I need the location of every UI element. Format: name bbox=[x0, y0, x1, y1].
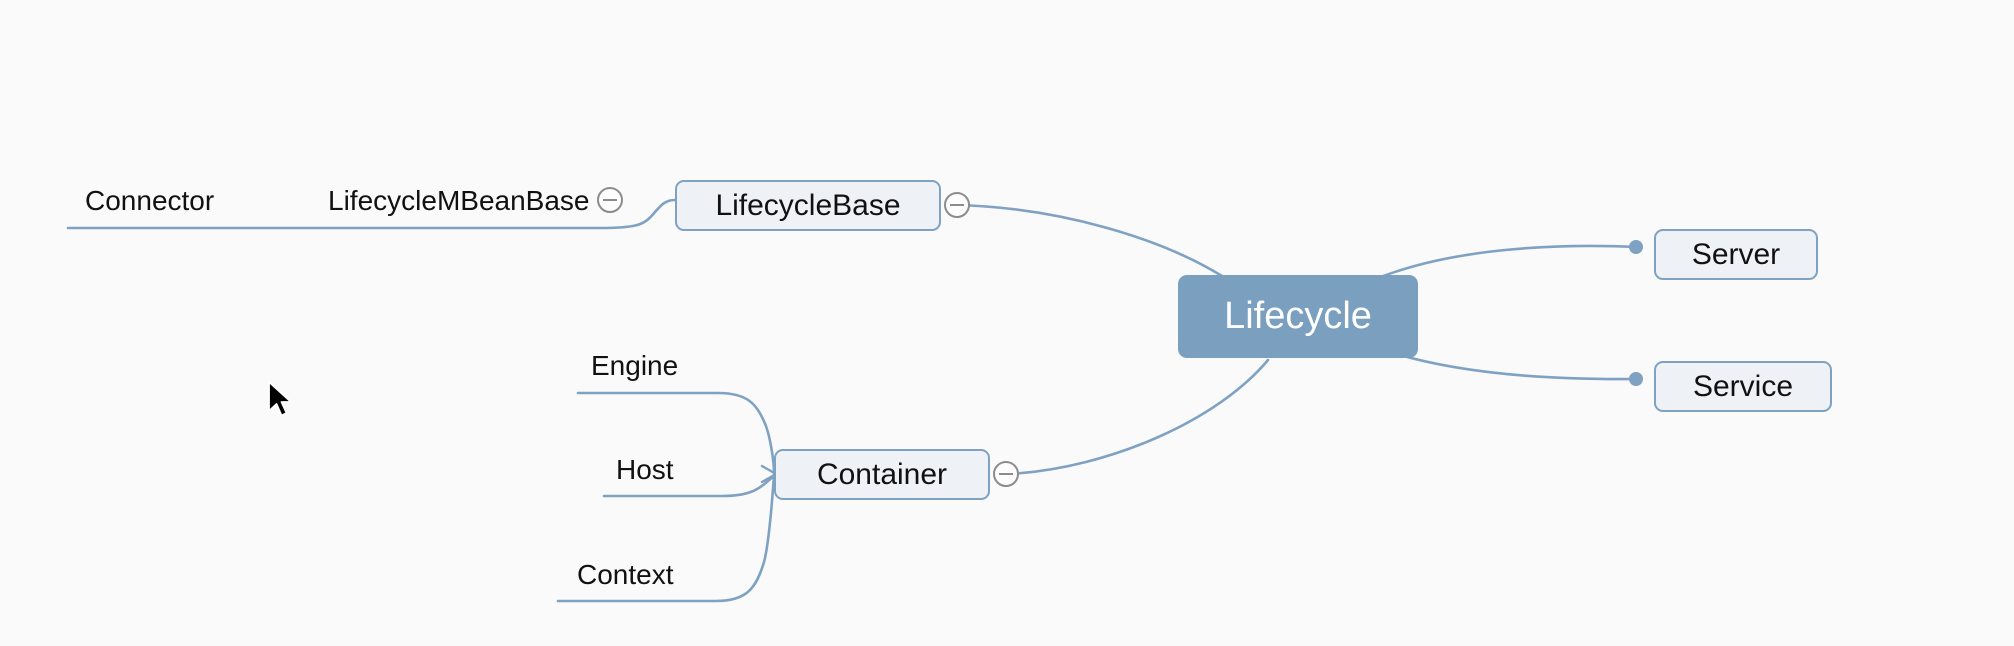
minus-circle-icon-lifecyclembeanbase[interactable] bbox=[597, 187, 623, 213]
node-server[interactable]: Server bbox=[1654, 229, 1818, 280]
edge-engine-to-container bbox=[576, 391, 776, 474]
connector-dot-server bbox=[1629, 240, 1643, 254]
edge-lifecycle-to-service bbox=[1388, 350, 1640, 381]
connector-dot-service bbox=[1629, 372, 1643, 386]
edge-lifecycle-to-server bbox=[1376, 244, 1640, 280]
minus-circle-icon-container[interactable] bbox=[993, 461, 1019, 487]
leaf-label-host[interactable]: Host bbox=[616, 454, 674, 485]
node-label-lifecycle: Lifecycle bbox=[1224, 295, 1372, 337]
node-lifecyclebase[interactable]: LifecycleBase bbox=[675, 180, 941, 231]
minus-circle-icon-lifecyclebase[interactable] bbox=[944, 192, 970, 218]
node-service[interactable]: Service bbox=[1654, 361, 1832, 412]
node-lifecycle-root[interactable]: Lifecycle bbox=[1178, 275, 1418, 358]
mouse-pointer-icon bbox=[268, 381, 292, 417]
leaf-label-lifecyclembeanbase[interactable]: LifecycleMBeanBase bbox=[328, 185, 590, 216]
edge-container-to-lifecycle bbox=[1008, 358, 1270, 476]
edge-lifecyclebase-to-lifecycle bbox=[956, 203, 1224, 278]
node-label-service: Service bbox=[1692, 369, 1794, 403]
leaf-label-context[interactable]: Context bbox=[577, 559, 674, 590]
node-label-lifecyclebase: LifecycleBase bbox=[715, 188, 901, 222]
node-label-server: Server bbox=[1691, 237, 1781, 271]
node-container[interactable]: Container bbox=[774, 449, 990, 500]
leaf-label-connector[interactable]: Connector bbox=[85, 185, 215, 216]
leaf-label-engine[interactable]: Engine bbox=[591, 350, 679, 381]
node-label-container: Container bbox=[816, 457, 948, 491]
